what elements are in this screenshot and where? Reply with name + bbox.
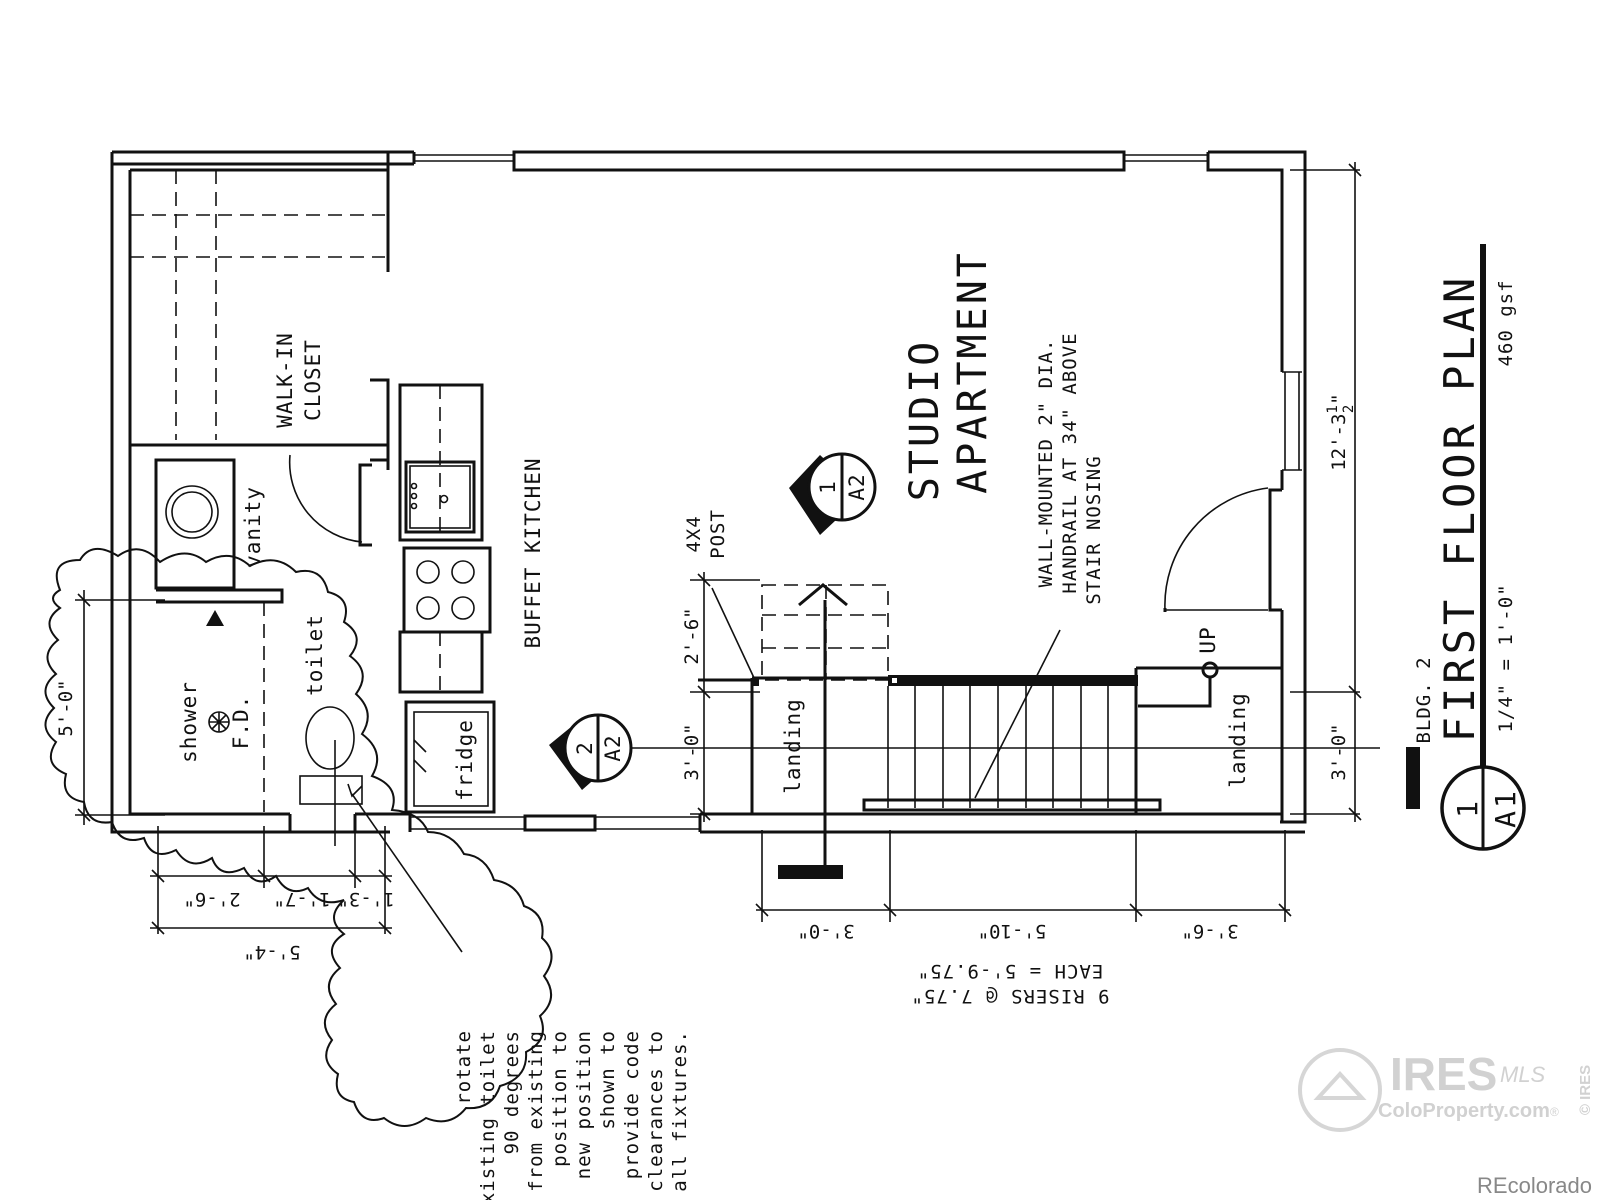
- dim-bath-w1: 2'-6": [183, 888, 240, 910]
- kitchen-label: BUFFET KITCHEN: [521, 457, 545, 648]
- section-cut-south: [778, 865, 843, 879]
- post-note-line1: 4X4: [683, 515, 705, 552]
- plan-title: FIRST FLOOR PLAN: [1435, 274, 1484, 743]
- plan-area: 460 gsf: [1495, 279, 1517, 366]
- landing-east-label: landing: [1226, 692, 1250, 788]
- dim-post-offset: 2'-6": [681, 607, 703, 664]
- handrail-note-line2: HANDRAIL AT 34" ABOVE: [1059, 332, 1081, 593]
- toilet-label: toilet: [303, 614, 327, 696]
- studio-label-line1: STUDIO: [902, 339, 948, 502]
- stair-up-label: UP: [1196, 626, 1220, 653]
- exterior-walls: [110, 150, 1307, 834]
- studio-label-line2: APARTMENT: [950, 250, 996, 494]
- handrail-note-line1: WALL-MOUNTED 2" DIA.: [1035, 339, 1057, 588]
- dim-landing-left: 3'-0": [681, 723, 703, 780]
- walk-in-closet: WALK-IN CLOSET: [130, 170, 390, 547]
- dimension-lines: 5'-0" 2'-6" 1'-7" 1'-3" 5'-4" 3'-0" 5'-1…: [55, 162, 1362, 1007]
- building-label: BLDG. 2: [1413, 656, 1435, 743]
- dim-overall-depth-inch: ": [1328, 393, 1350, 404]
- toilet-note: rotate existing toilet 90 degrees from e…: [453, 1030, 691, 1200]
- toilet-note-line4: from existing: [525, 1030, 547, 1192]
- bathroom: vanity shower F.D. toilet: [154, 458, 363, 846]
- closet-label-line1: WALK-IN: [273, 332, 297, 428]
- dim-stair-a: 3'-0": [797, 920, 854, 942]
- toilet-note-line5: position to: [549, 1030, 571, 1167]
- dim-stair-b: 5'-10": [978, 920, 1047, 942]
- detail-sheet: A1: [1489, 788, 1522, 828]
- watermark-mls: MLS: [1500, 1062, 1546, 1087]
- dim-overall-depth: 12'-3: [1328, 414, 1350, 471]
- dim-bath-w2: 1'-7": [273, 888, 330, 910]
- entry-door: [1163, 487, 1282, 612]
- detail-number: 1: [1451, 798, 1484, 818]
- revision-cloud: [44, 548, 553, 1127]
- shower-label: shower: [177, 681, 201, 763]
- ires-watermark: IRES MLS ColoProperty.com ® © IRES: [1298, 1048, 1594, 1132]
- dim-overall-depth-frac-num: 1: [1325, 405, 1341, 413]
- marker-2-number: 2: [573, 741, 597, 755]
- marker-1-number: 1: [816, 480, 840, 494]
- toilet-note-line6: new position: [573, 1030, 595, 1179]
- toilet-note-line9: clearances to: [645, 1030, 667, 1192]
- toilet-note-line3: 90 degrees: [501, 1030, 523, 1154]
- dim-overall-depth-frac-den: 2: [1341, 405, 1357, 413]
- risers-line1: 9 RISERS @ 7.75": [910, 985, 1109, 1007]
- post-note-line2: POST: [707, 509, 729, 559]
- section-marker-2: 2 A2: [549, 713, 1380, 790]
- fridge-label: fridge: [453, 719, 477, 801]
- marker-2-sheet: A2: [601, 734, 625, 761]
- toilet-note-line8: provide code: [621, 1030, 643, 1179]
- watermark-reg: ®: [1550, 1105, 1559, 1119]
- risers-line2: EACH = 5'-9.75": [917, 960, 1104, 982]
- closet-label-line2: CLOSET: [301, 339, 325, 421]
- dim-landing-right: 3'-0": [1328, 723, 1350, 780]
- vanity-label: vanity: [241, 486, 265, 568]
- toilet-note-line10: all fixtures.: [669, 1030, 691, 1192]
- plan-scale: 1/4" = 1'-0": [1495, 583, 1517, 732]
- dim-bath-total: 5'-4": [243, 941, 300, 963]
- landing-west-label: landing: [781, 698, 805, 794]
- toilet-note-line7: shown to: [597, 1030, 619, 1130]
- toilet-note-line2: existing toilet: [477, 1030, 499, 1200]
- floor-drain-label: F.D.: [229, 695, 253, 750]
- handrail-note-line3: STAIR NOSING: [1083, 455, 1105, 604]
- dim-stair-c: 3'-6": [1181, 920, 1238, 942]
- buffet-kitchen: fridge BUFFET KITCHEN: [386, 383, 545, 814]
- watermark-side: © IRES: [1577, 1065, 1594, 1115]
- svg-text:12'-312": 12'-312": [1325, 393, 1357, 471]
- dim-bath-height: 5'-0": [55, 679, 77, 736]
- section-cut-east: [1406, 747, 1420, 809]
- dim-bath-w3: 1'-3": [337, 888, 394, 910]
- toilet-note-line1: rotate: [453, 1030, 475, 1105]
- stair: UP landing landing 4X4 POST WALL-MOUNTED…: [683, 332, 1282, 875]
- title-block: BLDG. 2 FIRST FLOOR PLAN 1/4" = 1'-0" 46…: [1413, 244, 1526, 851]
- watermark-logo: IRES: [1390, 1048, 1497, 1100]
- marker-1-sheet: A2: [845, 473, 869, 500]
- house-icon: [1313, 1071, 1367, 1100]
- section-marker-1: 1 A2: [789, 452, 877, 535]
- watermark-site: ColoProperty.com: [1378, 1100, 1550, 1122]
- credit-text: REcolorado: [1477, 1173, 1592, 1198]
